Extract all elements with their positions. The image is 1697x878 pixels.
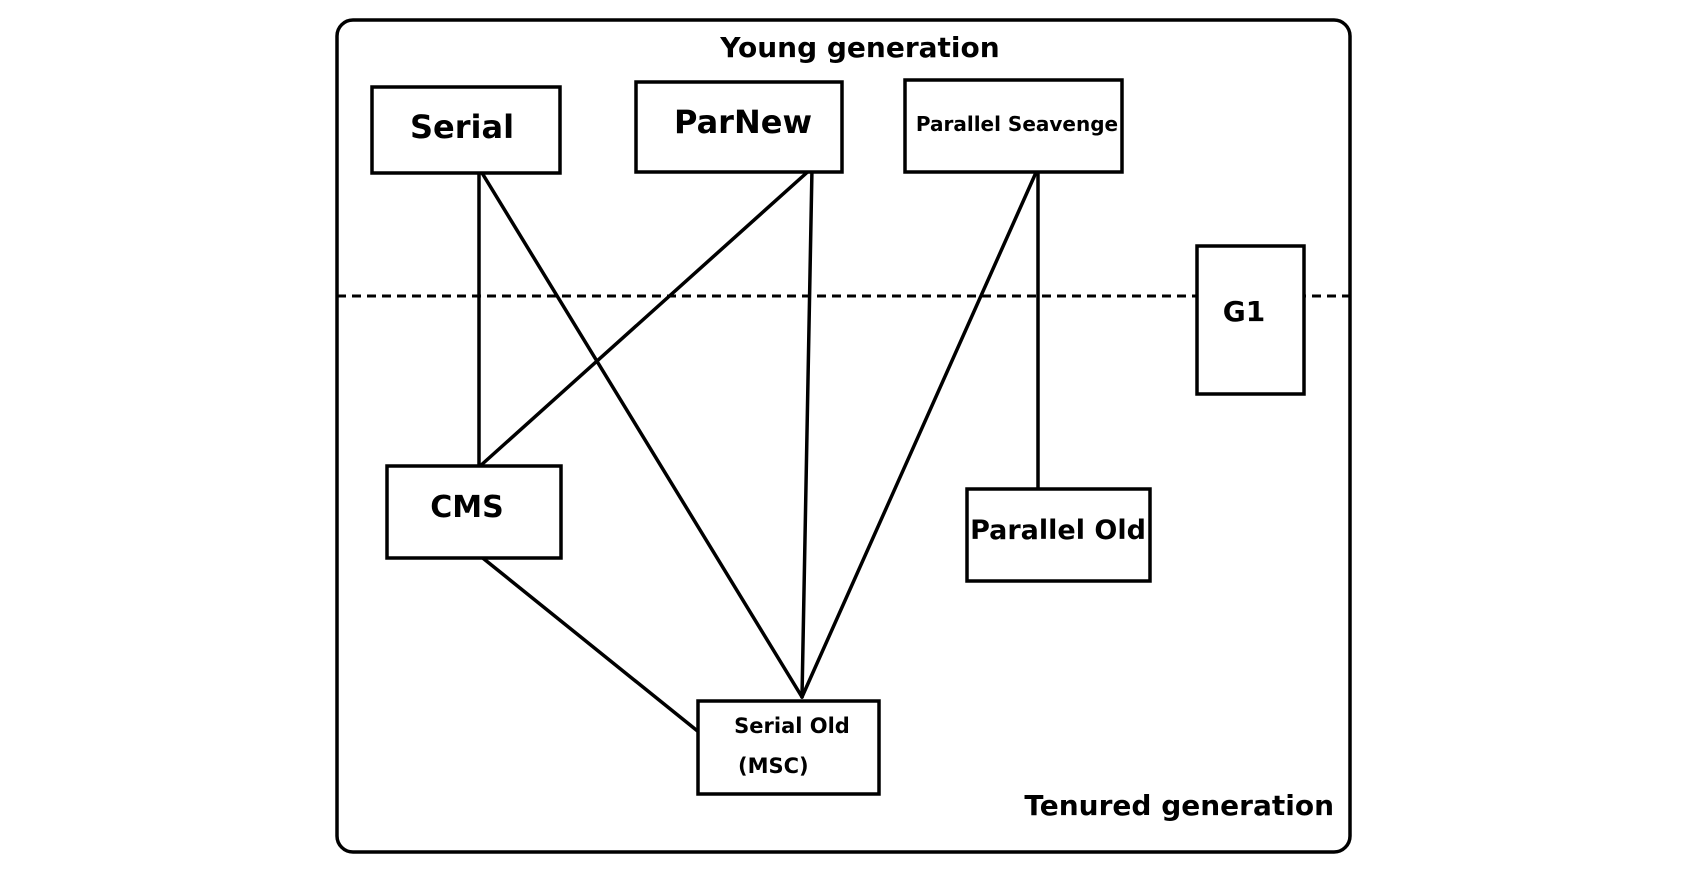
serial-old-label: Serial Old	[734, 714, 850, 738]
link-parallel-scavenge-serial-old	[800, 166, 1040, 699]
g1-label: G1	[1223, 295, 1265, 328]
serial-old-sublabel: (MSC)	[738, 754, 809, 778]
link-parnew-cms	[477, 166, 814, 469]
serial-box	[370, 85, 562, 175]
cms-box	[385, 464, 563, 560]
heap-frame	[335, 18, 1352, 854]
parnew-label: ParNew	[674, 103, 812, 141]
link-cms-serial-old	[477, 553, 702, 735]
parallel-scavenge-box	[903, 78, 1124, 174]
parallel-old-label: Parallel Old	[970, 515, 1146, 546]
cms-label: CMS	[430, 490, 503, 525]
parnew-box	[634, 80, 844, 174]
serial-label: Serial	[410, 108, 514, 146]
collector-boxes	[370, 78, 1306, 796]
serial-old-box	[696, 699, 881, 796]
link-parnew-serial-old	[800, 166, 814, 699]
g1-box	[1195, 244, 1306, 396]
parallel-scavenge-label: Parallel Seavenge	[916, 112, 1118, 136]
parallel-old-box	[965, 487, 1152, 583]
collector-links	[477, 166, 1040, 735]
link-serial-serial-old	[477, 166, 804, 699]
young-generation-label: Young generation	[719, 31, 999, 64]
tenured-generation-label: Tenured generation	[1024, 789, 1334, 822]
